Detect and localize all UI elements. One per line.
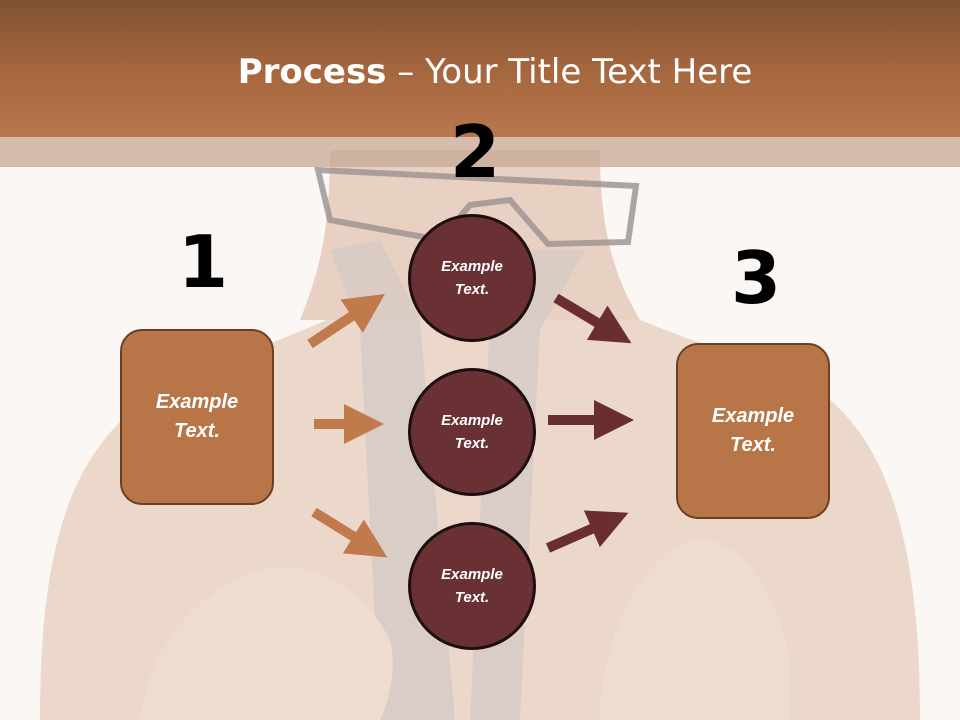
circle-bottom: Example Text. <box>408 522 536 650</box>
slide-title: Process – Your Title Text Here <box>0 52 960 92</box>
arrow-1-to-top <box>307 294 385 349</box>
header-strip <box>0 137 960 167</box>
title-bold: Process <box>237 52 387 92</box>
arrow-bottom-to-3 <box>545 510 629 553</box>
step-number-1: 1 <box>178 220 229 304</box>
step-3-box: Example Text. <box>676 343 830 519</box>
circle-top: Example Text. <box>408 214 536 342</box>
step-1-box: Example Text. <box>120 329 274 505</box>
title-rest: – Your Title Text Here <box>386 52 753 92</box>
step-number-2: 2 <box>450 110 501 194</box>
step-3-text: Example Text. <box>711 405 795 456</box>
step-1-text: Example Text. <box>155 391 239 442</box>
circle-middle-text: Example Text. <box>441 412 503 452</box>
circle-middle: Example Text. <box>408 368 536 496</box>
arrow-top-to-3 <box>553 293 632 344</box>
circle-top-text: Example Text. <box>441 258 503 298</box>
arrow-1-to-bottom <box>311 507 388 558</box>
circle-bottom-text: Example Text. <box>441 566 503 606</box>
header-bar <box>0 0 960 137</box>
step-number-3: 3 <box>731 236 782 320</box>
